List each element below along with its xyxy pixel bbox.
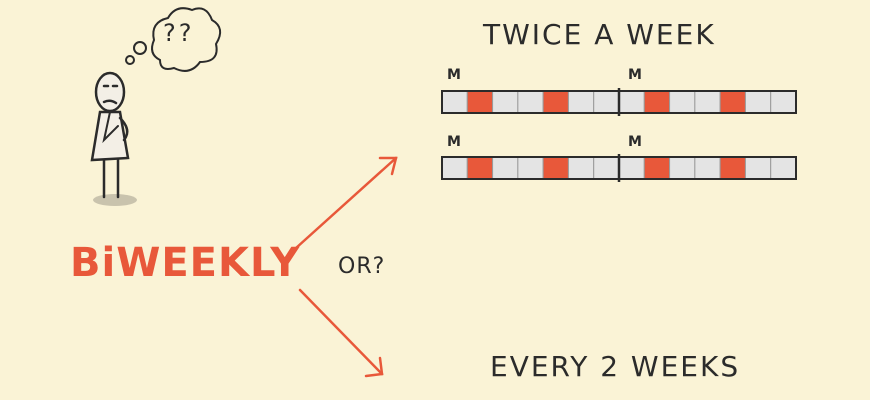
- option-twice-a-week: TWICE A WEEK: [483, 18, 716, 51]
- day-cell: [492, 90, 519, 114]
- week-marker-monday: M: [628, 134, 642, 150]
- day-cell-highlighted: [643, 156, 671, 180]
- day-cell-highlighted: [466, 156, 494, 180]
- day-cell: [694, 156, 721, 180]
- option-every-2-weeks: EVERY 2 WEEKS: [490, 350, 741, 383]
- day-cell: [567, 156, 595, 180]
- day-cell: [669, 90, 696, 114]
- day-cell: [517, 90, 544, 114]
- day-cell: [593, 90, 620, 114]
- day-cell: [441, 156, 468, 180]
- day-cell: [492, 156, 519, 180]
- day-cell: [770, 156, 797, 180]
- day-cell: [744, 156, 772, 180]
- arrow-to-every-2-weeks: [298, 288, 384, 378]
- arrow-to-twice-a-week: [294, 156, 398, 250]
- thought-bubble: [125, 7, 222, 72]
- day-cell-highlighted: [542, 156, 569, 180]
- day-cell: [441, 90, 468, 114]
- day-cell: [618, 156, 645, 180]
- day-cell: [567, 90, 595, 114]
- timeline-row: [441, 88, 797, 116]
- week-marker-monday: M: [628, 67, 642, 83]
- timeline-row: [441, 154, 797, 182]
- main-term: BiWEEKLY: [70, 240, 301, 286]
- day-cell-highlighted: [466, 90, 494, 114]
- connector-or: OR?: [338, 254, 386, 279]
- thought-question-marks: ??: [163, 19, 195, 47]
- day-cell-highlighted: [719, 156, 746, 180]
- week-marker-monday: M: [447, 67, 461, 83]
- day-cell: [517, 156, 544, 180]
- day-cell: [694, 90, 721, 114]
- week-marker-monday: M: [447, 134, 461, 150]
- day-cell-highlighted: [719, 90, 746, 114]
- day-cell: [770, 90, 797, 114]
- day-cell-highlighted: [643, 90, 671, 114]
- day-cell: [744, 90, 772, 114]
- thinking-person-figure: [90, 71, 137, 206]
- day-cell: [593, 156, 620, 180]
- day-cell: [618, 90, 645, 114]
- day-cell-highlighted: [542, 90, 569, 114]
- day-cell: [669, 156, 696, 180]
